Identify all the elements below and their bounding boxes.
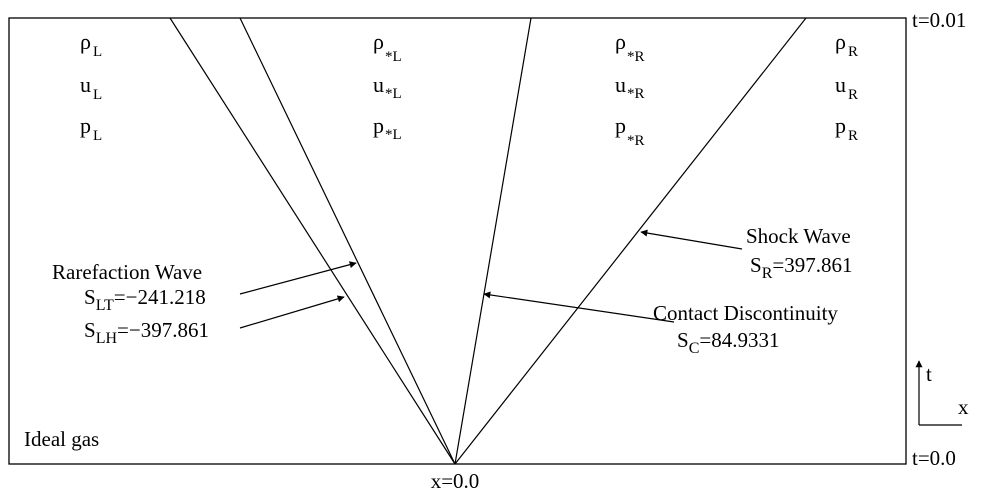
u-symbol: u — [835, 72, 846, 97]
p-symbol: p — [373, 113, 384, 138]
p-symbol: p — [835, 113, 846, 138]
svg-text:uR: uR — [835, 72, 858, 103]
shock-wave-line — [454, 17, 807, 465]
svg-text:SR=397.861: SR=397.861 — [750, 253, 852, 282]
p-symbol: p — [80, 113, 91, 138]
shock-annotation: Shock Wave SR=397.861 — [640, 224, 852, 282]
svg-text:ρ*L: ρ*L — [373, 29, 402, 65]
shock-arrow — [640, 229, 743, 250]
contact-annotation: Contact Discontinuity SC=84.9331 — [483, 291, 838, 357]
rho-symbol: ρ — [835, 29, 846, 54]
svg-text:u*R: u*R — [615, 72, 645, 102]
rarefaction-annotation: Rarefaction Wave SLT=−241.218 SLH=−397.8… — [52, 260, 357, 347]
svg-text:SC=84.9331: SC=84.9331 — [677, 328, 779, 357]
region-star-left-labels: ρ*L u*L p*L — [373, 29, 402, 143]
domain-frame — [8, 17, 907, 465]
origin-label: x=0.0 — [431, 469, 480, 493]
svg-text:p*L: p*L — [373, 113, 402, 143]
svg-text:pL: pL — [80, 113, 102, 144]
x-axis-label: x — [958, 395, 969, 419]
svg-text:uL: uL — [80, 72, 102, 103]
contact-title: Contact Discontinuity — [653, 301, 838, 325]
svg-text:ρR: ρR — [835, 29, 858, 60]
axes-indicator: t x — [915, 360, 969, 426]
rarefaction-tail-line — [239, 17, 456, 465]
rho-symbol: ρ — [615, 29, 626, 54]
svg-text:SLT=−241.218: SLT=−241.218 — [84, 285, 206, 314]
rarefaction-head-line — [169, 17, 456, 465]
shock-title: Shock Wave — [746, 224, 851, 248]
u-symbol: u — [615, 72, 626, 97]
contact-discontinuity-line — [454, 17, 532, 465]
time-label-bottom: t=0.0 — [912, 446, 956, 470]
time-label-top: t=0.01 — [912, 8, 966, 32]
rarefaction-head-arrow — [239, 295, 345, 329]
u-symbol: u — [373, 72, 384, 97]
p-symbol: p — [615, 113, 626, 138]
gas-label: Ideal gas — [24, 427, 99, 451]
t-axis-label: t — [926, 362, 932, 386]
svg-text:pR: pR — [835, 113, 858, 144]
svg-text:u*L: u*L — [373, 72, 402, 102]
svg-text:SLH=−397.861: SLH=−397.861 — [84, 318, 209, 347]
rho-symbol: ρ — [373, 29, 384, 54]
svg-text:p*R: p*R — [615, 113, 645, 149]
rarefaction-title: Rarefaction Wave — [52, 260, 202, 284]
contact-arrow — [483, 291, 675, 323]
u-symbol: u — [80, 72, 91, 97]
rho-symbol: ρ — [80, 29, 91, 54]
rarefaction-tail-arrow — [239, 261, 357, 295]
svg-text:ρ*R: ρ*R — [615, 29, 645, 65]
region-star-right-labels: ρ*R u*R p*R — [615, 29, 645, 149]
svg-text:ρL: ρL — [80, 29, 102, 60]
